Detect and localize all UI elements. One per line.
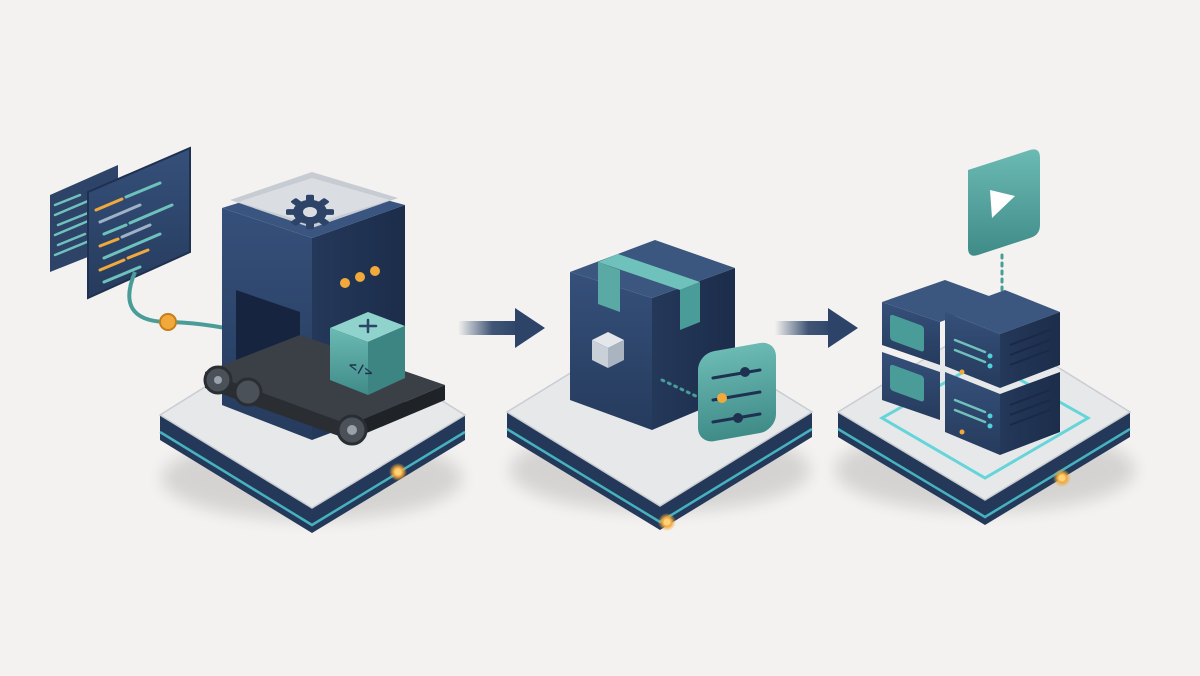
package-stage	[505, 240, 814, 531]
status-light	[340, 278, 350, 288]
cable-connector	[159, 313, 177, 331]
code-tag-icon: </>	[330, 312, 405, 395]
code-editor-icon	[50, 146, 191, 300]
status-light	[355, 272, 365, 282]
conveyor-belt	[203, 335, 445, 446]
status-light	[370, 266, 380, 276]
gear-icon	[286, 194, 334, 230]
deploy-stage	[835, 149, 1135, 525]
arrow-right-icon	[458, 308, 545, 348]
arrow-right-icon	[775, 308, 858, 348]
plus-icon	[358, 318, 378, 334]
cube-icon	[592, 332, 624, 368]
server-rack-icon	[882, 280, 1060, 455]
build-stage: </>	[50, 146, 467, 533]
play-icon	[968, 149, 1040, 256]
settings-sliders-icon	[698, 342, 776, 442]
